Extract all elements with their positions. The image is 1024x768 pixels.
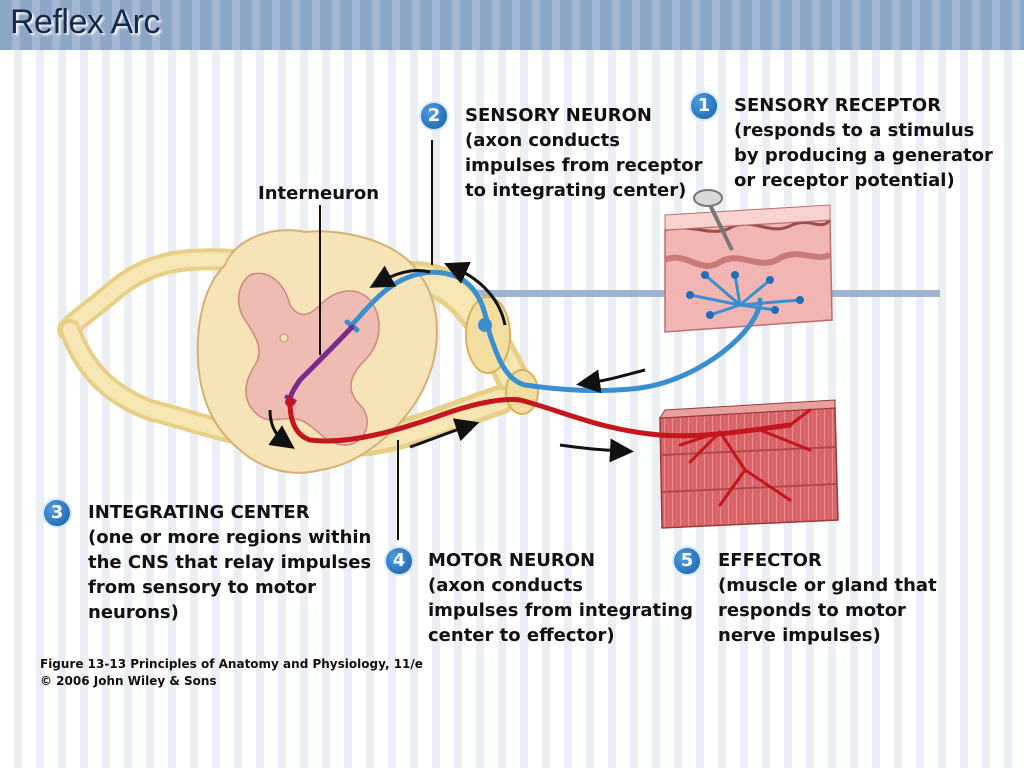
step-5-badge: 5 [672, 546, 702, 576]
step-4-heading: MOTOR NEURON [428, 550, 596, 571]
step-5-heading: EFFECTOR [718, 550, 822, 571]
step-5-line: (muscle or gland that [718, 575, 937, 596]
step-3-line: from sensory to motor [88, 577, 316, 598]
step-5-text: EFFECTOR (muscle or gland that responds … [718, 548, 937, 648]
caption-line-2: © 2006 John Wiley & Sons [40, 674, 217, 688]
step-1-text: SENSORY RECEPTOR (responds to a stimulus… [734, 93, 993, 193]
step-2-line: to integrating center) [465, 180, 687, 201]
step-3-line: (one or more regions within [88, 527, 372, 548]
step-3-heading: INTEGRATING CENTER [88, 502, 310, 523]
caption-line-1: Figure 13-13 Principles of Anatomy and P… [40, 657, 423, 671]
step-2-text: SENSORY NEURON (axon conducts impulses f… [465, 103, 703, 203]
muscle-block [659, 399, 839, 529]
pin-stimulus [693, 189, 734, 251]
step-3-line: the CNS that relay impulses [88, 552, 372, 573]
step-2-line: (axon conducts [465, 130, 620, 151]
skin-block [663, 204, 833, 333]
step-4-line: impulses from integrating [428, 600, 693, 621]
step-3-line: neurons) [88, 602, 179, 623]
step-1-line: or receptor potential) [734, 170, 955, 191]
step-4-line: center to effector) [428, 625, 615, 646]
figure-caption: Figure 13-13 Principles of Anatomy and P… [40, 656, 423, 690]
slide-title: Reflex Arc [10, 3, 160, 41]
step-1-heading: SENSORY RECEPTOR [734, 95, 942, 116]
interneuron-label: Interneuron [258, 183, 380, 204]
step-4-badge: 4 [384, 546, 414, 576]
step-1-badge: 1 [689, 91, 719, 121]
motor-neuron [285, 397, 812, 507]
step-2-heading: SENSORY NEURON [465, 105, 652, 126]
title-bar [0, 0, 1024, 50]
step-3-text: INTEGRATING CENTER (one or more regions … [88, 500, 371, 625]
step-5-line: nerve impulses) [718, 625, 881, 646]
step-4-line: (axon conducts [428, 575, 583, 596]
step-3-badge: 3 [42, 498, 72, 528]
direction-arrows [268, 261, 646, 463]
step-1-line: by producing a generator [734, 145, 993, 166]
spinal-cord [196, 229, 438, 474]
step-2-line: impulses from receptor [465, 155, 703, 176]
step-2-badge: 2 [419, 101, 449, 131]
leader-lines [397, 140, 433, 540]
step-5-line: responds to motor [718, 600, 906, 621]
step-1-line: (responds to a stimulus [734, 120, 975, 141]
step-4-text: MOTOR NEURON (axon conducts impulses fro… [428, 548, 693, 648]
